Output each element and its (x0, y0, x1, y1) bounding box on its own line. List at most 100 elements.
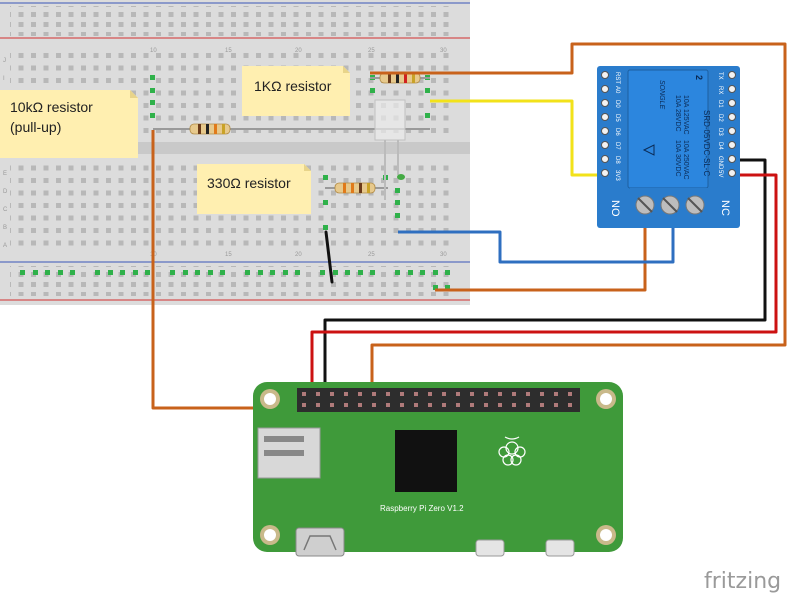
gpio-pin (568, 392, 572, 396)
top-power-rail (0, 2, 470, 39)
gpio-pin (526, 403, 530, 407)
relay-pins-left (601, 71, 609, 177)
pi-mini-hdmi-port (295, 527, 345, 557)
gpio-pin (470, 403, 474, 407)
relay-pin-d8: D8 (614, 156, 620, 164)
relay-spec-2: 10A 28VDC (674, 95, 681, 132)
row-letter-d: D (3, 189, 8, 195)
wire-orange-top (370, 42, 787, 405)
row-letter-e: E (3, 171, 7, 177)
gpio-pin (330, 403, 334, 407)
relay-pin-d7: D7 (614, 142, 620, 150)
row-letter-c: C (3, 207, 8, 213)
warning-icon (642, 144, 655, 156)
note-pullup-line1: 10kΩ resistor (10, 99, 93, 115)
gpio-pin (484, 403, 488, 407)
wire-yellow (430, 99, 598, 177)
pi-usb-port (475, 539, 505, 557)
relay-terminal-no: NO (609, 200, 621, 217)
row-letter-i: I (3, 76, 5, 82)
relay-pin-d1: D1 (717, 100, 723, 108)
gpio-pin (456, 403, 460, 407)
col-number-30-bottom: 30 (440, 252, 447, 258)
col-number-10: 10 (150, 48, 157, 54)
note-1k: 1KΩ resistor (242, 66, 350, 116)
gpio-pin (428, 392, 432, 396)
gpio-pin (470, 392, 474, 396)
relay-pin-d2: D2 (717, 114, 723, 122)
wire-orange-pullup (151, 130, 300, 410)
col-number-15-bottom: 15 (225, 252, 232, 258)
note-1k-label: 1KΩ resistor (254, 78, 332, 94)
gpio-pin (302, 392, 306, 396)
wire-orange-relay-no (435, 210, 647, 292)
gpio-pin (386, 403, 390, 407)
relay-terminal-nc: NC (719, 200, 731, 216)
relay-pin-d5: D5 (614, 114, 620, 122)
relay-brand: SONGLE (658, 80, 665, 110)
gpio-pin (386, 392, 390, 396)
relay-model: SRD-05VDC-SL-C (702, 110, 711, 176)
relay-pin-rst: RST (614, 72, 620, 84)
relay-pin-d6: D6 (614, 128, 620, 136)
relay-pins-right (728, 71, 736, 177)
col-number-25: 25 (368, 48, 375, 54)
relay-pin-5v: 5V (717, 170, 723, 177)
gpio-pin (414, 392, 418, 396)
gpio-pins (302, 392, 572, 407)
gpio-pin (484, 392, 488, 396)
row-letter-j: J (3, 58, 6, 64)
relay-spec-1: 10A 125VAC (682, 95, 689, 135)
gpio-pin (498, 403, 502, 407)
pi-cpu (395, 430, 457, 492)
gpio-pin (568, 403, 572, 407)
gpio-pin (428, 403, 432, 407)
wires (151, 42, 787, 410)
note-330-label: 330Ω resistor (207, 175, 291, 191)
gpio-pin (358, 403, 362, 407)
gpio-pin (540, 392, 544, 396)
gpio-pin (316, 392, 320, 396)
gpio-pin (442, 403, 446, 407)
gpio-pin (400, 403, 404, 407)
relay-pin-3v3: 3V3 (614, 170, 620, 181)
gpio-pin (512, 392, 516, 396)
relay-terminals (635, 195, 705, 215)
relay-pin-d4: D4 (717, 142, 723, 150)
pi-mounting-holes (260, 389, 616, 545)
pi-gpio-header (297, 388, 580, 412)
gpio-pin (456, 392, 460, 396)
push-button (374, 99, 406, 200)
wire-black (323, 158, 767, 395)
gpio-pin (372, 403, 376, 407)
note-pullup: 10kΩ resistor (pull-up) (0, 90, 138, 158)
relay-spec-3: 10A 250VAC (682, 140, 689, 180)
gpio-pin (358, 392, 362, 396)
relay-pin-d3: D3 (717, 128, 723, 136)
gpio-pin (498, 392, 502, 396)
note-pullup-line2: (pull-up) (10, 119, 61, 135)
gpio-pin (316, 403, 320, 407)
raspberry-pi-zero: Raspberry Pi Zero V1.2 (253, 382, 623, 557)
gpio-pin (512, 403, 516, 407)
relay-body (627, 69, 709, 189)
sd-card-contact (264, 450, 304, 456)
gpio-pin (554, 403, 558, 407)
resistor-10k (189, 123, 231, 135)
wire-red (310, 173, 778, 395)
wire-blue (398, 210, 675, 264)
note-330: 330Ω resistor (197, 164, 311, 214)
gpio-pin (302, 403, 306, 407)
relay-module: RST A0 D0 D5 D6 D7 D8 3V3 TX RX D1 D2 D3… (597, 66, 740, 228)
pi-power-port (545, 539, 575, 557)
gpio-pin (540, 403, 544, 407)
col-number-25-bottom: 25 (368, 252, 375, 258)
col-number-30: 30 (440, 48, 447, 54)
hdmi-port-outline (303, 535, 337, 551)
raspberry-logo-icon (498, 436, 526, 466)
row-letter-b: B (3, 225, 7, 231)
gpio-pin (400, 392, 404, 396)
col-number-20-bottom: 20 (295, 252, 302, 258)
bottom-power-rail (0, 261, 470, 301)
